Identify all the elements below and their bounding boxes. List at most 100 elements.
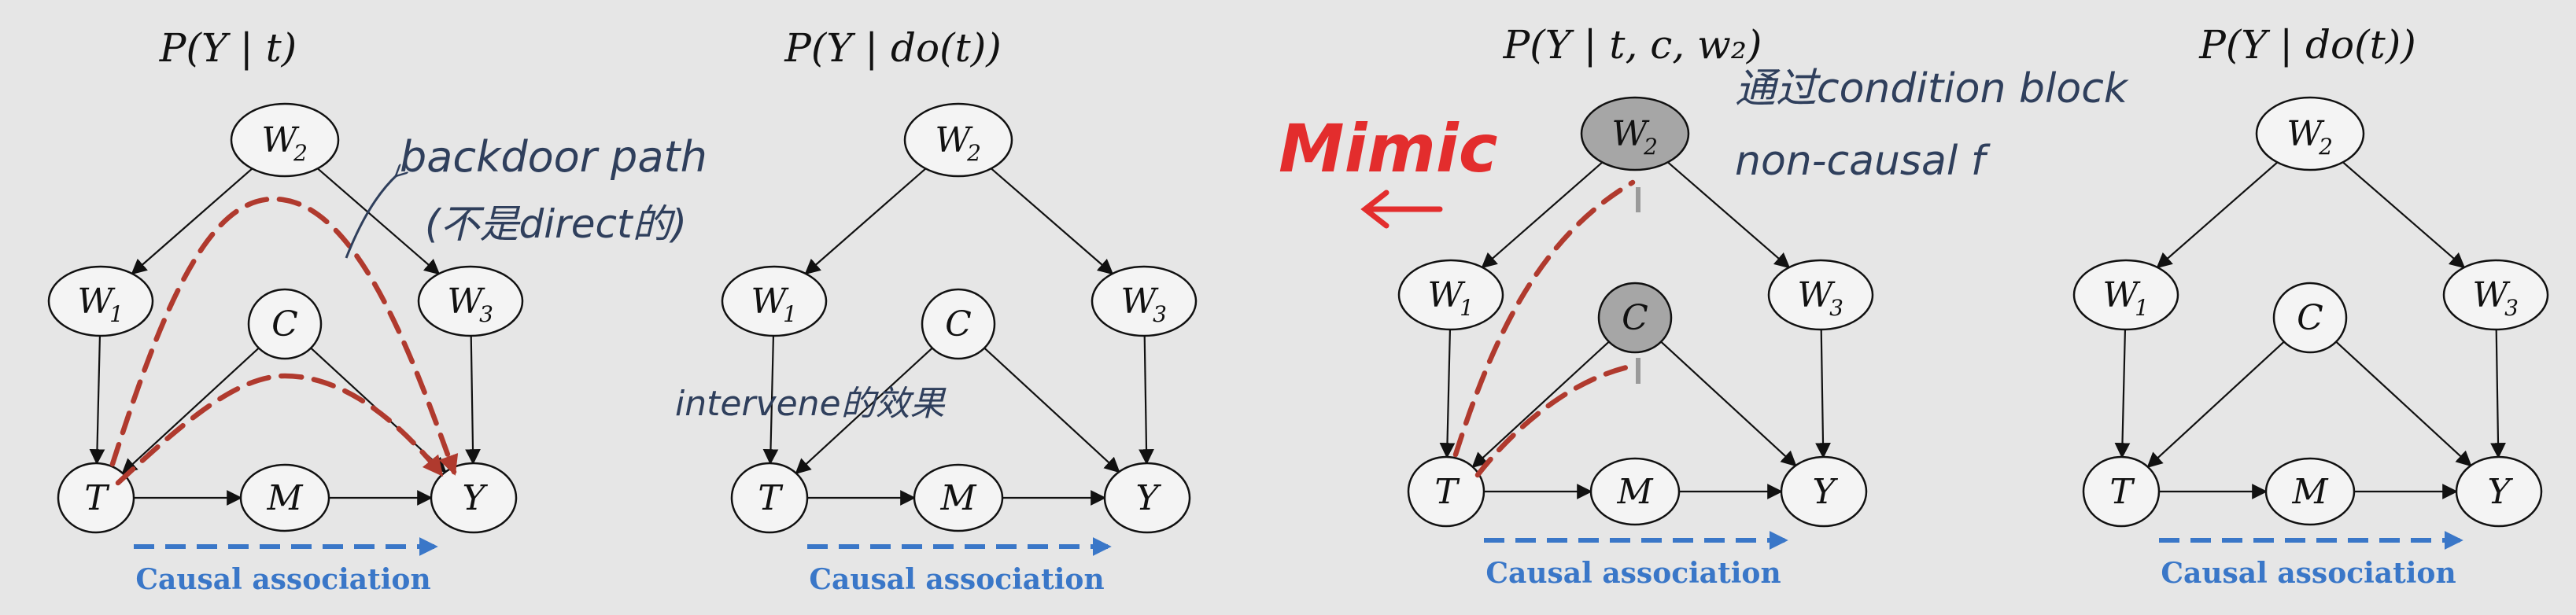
- node-ellipse: [2072, 259, 2179, 331]
- node-c: C: [921, 288, 996, 360]
- node-subscript: 3: [1153, 301, 1167, 327]
- node-ellipse: [913, 463, 1004, 532]
- edge-w1-t: [89, 335, 105, 465]
- node-label: M: [939, 478, 976, 518]
- node-m: M: [913, 463, 1004, 532]
- intervene-note: intervene的效果: [675, 384, 947, 424]
- edge-c-y: [984, 347, 1120, 473]
- condition-note-line2: non-causal f: [1735, 138, 1991, 185]
- edge-w3-y: [1139, 335, 1154, 465]
- node-w2: W2: [903, 102, 1013, 178]
- node-subscript: 2: [1643, 134, 1658, 160]
- node-label: Y: [1812, 472, 1838, 512]
- node-subscript: 3: [479, 301, 493, 327]
- node-w2: W2: [1580, 96, 1690, 171]
- panel-title: P(Y | t): [159, 25, 297, 71]
- mimic-arrow-icon: [1360, 190, 1443, 229]
- node-y: Y: [1103, 462, 1191, 534]
- node-subscript: 1: [109, 301, 124, 327]
- node-ellipse: [1103, 462, 1191, 534]
- node-label: Y: [2487, 472, 2513, 512]
- node-label: W: [77, 282, 116, 322]
- edge-w1-t: [2114, 329, 2131, 458]
- node-subscript: 2: [293, 140, 308, 166]
- node-label: Y: [462, 478, 488, 518]
- node-c: C: [2272, 282, 2348, 354]
- edge-c-y: [2335, 341, 2472, 467]
- node-t: T: [730, 462, 809, 534]
- node-ellipse: [2264, 457, 2356, 526]
- node-label: W: [1427, 275, 1466, 315]
- node-y: Y: [430, 462, 518, 534]
- edge-w3-y: [2490, 329, 2506, 458]
- node-label: W: [751, 282, 789, 322]
- node-ellipse: [730, 462, 809, 534]
- panel-title: P(Y | t, c, w₂): [1503, 22, 1762, 68]
- node-label: T: [758, 478, 784, 518]
- causal-association-label: Causal association: [809, 563, 1104, 596]
- node-label: W: [2286, 114, 2325, 154]
- edge-c-y: [1660, 341, 1797, 467]
- node-subscript: 1: [1460, 295, 1474, 321]
- causal-association-label: Causal association: [2161, 557, 2456, 590]
- node-label: M: [2291, 472, 2328, 512]
- node-t: T: [57, 462, 135, 534]
- node-label: C: [2297, 298, 2323, 338]
- node-y: Y: [2455, 455, 2543, 528]
- edge-w3-y: [1815, 329, 1831, 458]
- node-label: W: [447, 282, 485, 322]
- node-w2: W2: [2255, 96, 2365, 171]
- edge-w2-w3: [317, 168, 441, 275]
- node-ellipse: [1091, 265, 1198, 337]
- backdoor-note-line2: (不是direct的): [425, 201, 687, 247]
- node-ellipse: [1597, 282, 1673, 354]
- node-label: W: [1797, 275, 1836, 315]
- overlay-layer: [109, 179, 1640, 486]
- node-w3: W3: [417, 265, 524, 337]
- node-label: C: [945, 304, 972, 344]
- node-ellipse: [1580, 96, 1690, 171]
- node-ellipse: [1589, 457, 1681, 526]
- node-ellipse: [2082, 455, 2161, 528]
- node-w2: W2: [230, 102, 340, 178]
- blocked-path-c: [1474, 363, 1633, 478]
- causal-association-label: Causal association: [135, 563, 430, 596]
- node-ellipse: [1407, 455, 1485, 528]
- node-ellipse: [1767, 259, 1874, 331]
- node-ellipse: [239, 463, 330, 532]
- node-ellipse: [921, 288, 996, 360]
- node-subscript: 2: [2318, 134, 2333, 160]
- node-label: W: [2102, 275, 2141, 315]
- edge-w1-t: [1439, 329, 1456, 458]
- node-subscript: 2: [966, 140, 981, 166]
- node-label: M: [266, 478, 303, 518]
- node-label: W: [1611, 114, 1650, 154]
- node-t: T: [1407, 455, 1485, 528]
- backdoor-path-c: [115, 373, 444, 486]
- edge-w2-w3: [2342, 161, 2466, 269]
- node-ellipse: [2255, 96, 2365, 171]
- edge-c-t: [121, 347, 260, 475]
- node-subscript: 1: [2135, 295, 2149, 321]
- node-ellipse: [57, 462, 135, 534]
- node-w1: W1: [1397, 259, 1504, 331]
- edge-w2-w1: [1481, 161, 1604, 269]
- node-ellipse: [47, 265, 154, 337]
- node-label: W: [261, 120, 300, 160]
- node-w3: W3: [2442, 259, 2549, 331]
- edge-w2-w3: [1667, 161, 1791, 269]
- node-w1: W1: [2072, 259, 2179, 331]
- edge-w2-w1: [2156, 161, 2279, 269]
- node-label: C: [271, 304, 298, 344]
- node-label: W: [2472, 275, 2511, 315]
- backdoor-annotation: backdoor path (不是direct的): [345, 132, 707, 259]
- node-w1: W1: [47, 265, 154, 337]
- panel-title: P(Y | do(t)): [2198, 22, 2416, 68]
- edge-c-t: [1471, 341, 1610, 469]
